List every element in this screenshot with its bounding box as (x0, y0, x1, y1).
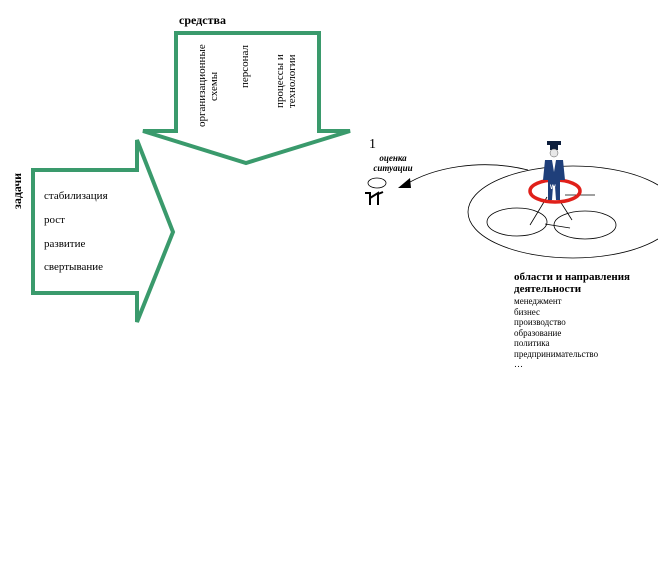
sub-area-ellipse-right (553, 210, 617, 240)
sub-area-ellipse-left (486, 207, 548, 237)
area-item: … (514, 359, 523, 369)
means-item-personnel: персонал (239, 44, 251, 88)
assessment-arrowhead (398, 178, 411, 188)
assessment-number: 1 (369, 137, 376, 152)
area-item: бизнес (514, 306, 540, 317)
assessment-ellipse (367, 177, 387, 189)
task-item-growth: рост (44, 214, 65, 226)
area-item: предпринимательство (514, 348, 599, 359)
assessment-curve-arrow (404, 164, 529, 186)
task-item-development: развитие (44, 238, 86, 250)
area-item: политика (514, 338, 550, 348)
means-item-org-schemes: организационные схемы (196, 44, 220, 128)
task-item-stabilization: стабилизация (44, 190, 108, 202)
connector-line-2 (544, 223, 571, 229)
task-item-winding-down: свертывание (44, 261, 104, 273)
tasks-title: задачи (10, 172, 24, 209)
means-title: средства (179, 13, 226, 27)
figure-badge: W (550, 185, 556, 191)
assessment-label: оценка ситуации (373, 153, 413, 173)
area-item: образование (514, 327, 562, 338)
area-item: производство (514, 317, 566, 327)
areas-list: менеджмент бизнес производство образован… (514, 296, 598, 370)
walking-figure-icon (365, 191, 384, 205)
areas-title: области и направления деятельности (514, 271, 630, 295)
means-item-processes: процессы и технологии (274, 54, 298, 108)
activity-field-ellipse (467, 165, 658, 259)
means-arrow (142, 31, 351, 166)
tasks-arrow (31, 139, 176, 323)
manager-figure-icon (543, 141, 565, 200)
area-item: менеджмент (514, 296, 562, 306)
